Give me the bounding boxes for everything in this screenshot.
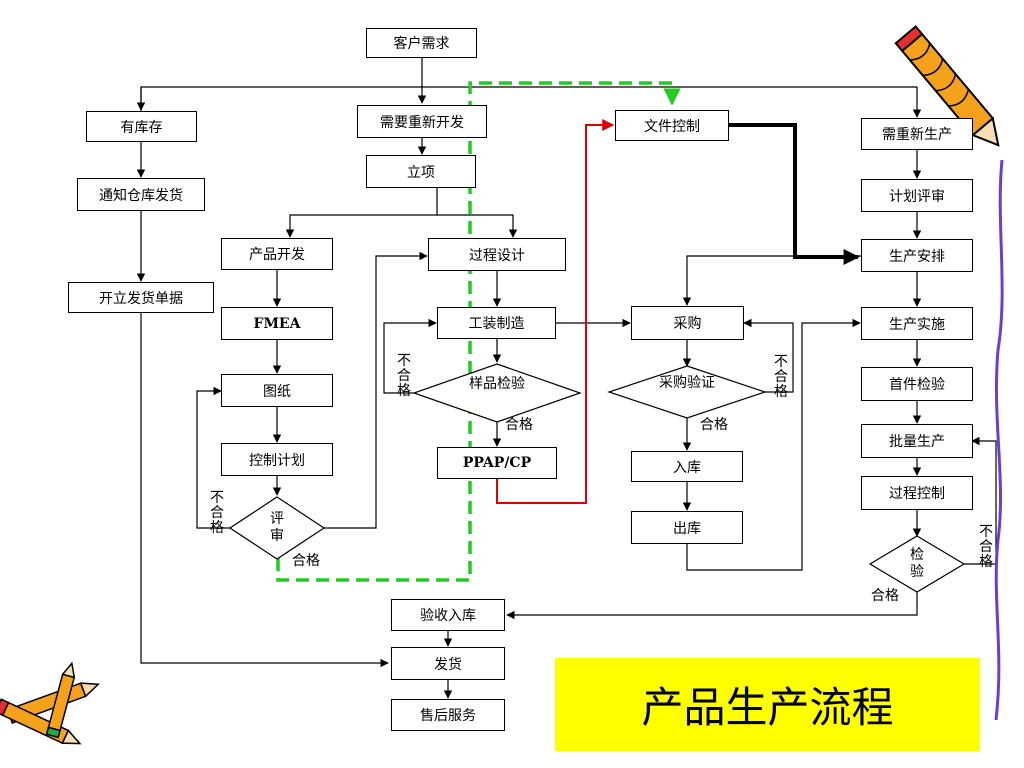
node-review: 评审	[270, 511, 284, 544]
node-production-schedule: 生产安排	[861, 239, 973, 272]
node-warehouse-out: 出库	[631, 511, 743, 544]
node-customer-demand: 客户需求	[366, 28, 477, 58]
inspection-fail-label: 不合格	[979, 524, 993, 570]
pencil-icon	[45, 661, 76, 739]
node-need-reproduction: 需重新生产	[861, 118, 973, 150]
page-title: 产品生产流程	[555, 658, 980, 751]
node-mass-production: 批量生产	[861, 424, 973, 458]
node-fmea: FMEA	[221, 307, 333, 340]
pencil-icon	[894, 25, 1000, 147]
node-purchase-verification: 采购验证	[659, 375, 715, 391]
node-document-control: 文件控制	[615, 110, 729, 141]
node-sample-inspection: 样品检验	[469, 376, 525, 392]
node-after-sales: 售后服务	[391, 699, 505, 731]
review-diamond	[228, 496, 326, 560]
purchase-pass-label: 合格	[700, 417, 728, 433]
review-pass-label: 合格	[292, 553, 320, 569]
node-shipment: 发货	[391, 647, 505, 680]
node-control-plan: 控制计划	[221, 443, 333, 476]
node-inspection: 检验	[910, 547, 924, 580]
node-in-stock: 有库存	[86, 111, 197, 142]
node-drawings: 图纸	[221, 374, 333, 407]
purchase-fail-label: 不合格	[774, 354, 788, 400]
node-notify-warehouse: 通知仓库发货	[77, 178, 205, 211]
node-first-article-inspection: 首件检验	[861, 367, 973, 401]
sample-inspection-diamond	[412, 363, 582, 423]
inspection-diamond	[868, 535, 966, 593]
scribble-line	[994, 159, 1004, 721]
node-acceptance-storage: 验收入库	[391, 599, 505, 631]
node-process-control: 过程控制	[861, 476, 973, 510]
node-process-design: 过程设计	[428, 238, 566, 271]
node-project-setup: 立项	[366, 155, 476, 188]
node-ppap-cp: PPAP/CP	[437, 447, 557, 479]
node-issue-delivery-note: 开立发货单据	[68, 282, 214, 313]
sample-fail-label: 不合格	[397, 353, 411, 399]
review-fail-label: 不合格	[210, 490, 224, 536]
inspection-pass-label: 合格	[871, 588, 899, 604]
node-product-development: 产品开发	[221, 238, 333, 270]
node-plan-review: 计划评审	[861, 179, 973, 212]
node-purchasing: 采购	[631, 306, 744, 340]
node-warehouse-in: 入库	[631, 451, 743, 482]
sample-pass-label: 合格	[505, 417, 533, 433]
purchase-verification-diamond	[607, 365, 767, 419]
node-need-redevelop: 需要重新开发	[357, 105, 487, 138]
node-tooling: 工装制造	[437, 307, 556, 339]
node-production-execution: 生产实施	[861, 307, 973, 340]
